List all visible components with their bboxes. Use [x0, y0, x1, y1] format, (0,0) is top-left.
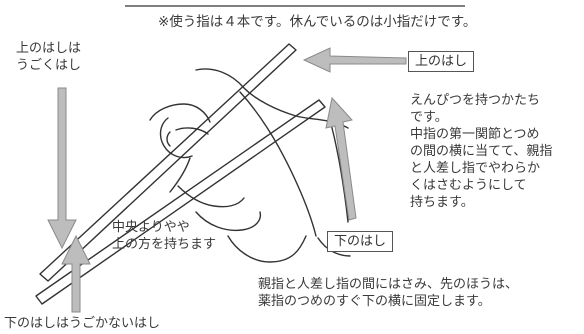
- hold-position-text: 中央よりやや 上の方を持ちます: [112, 220, 217, 252]
- diagonal-arrow: [325, 96, 357, 221]
- lower-fixed-label: 下のはしはうごかないはし: [4, 316, 161, 331]
- down-arrow: [47, 87, 77, 250]
- upper-chopstick-label: 上のはし: [408, 51, 475, 72]
- lower-fix-text: 親指と人差し指の間にはさみ、先のほうは、 薬指のつめのすぐ下の横に固定します。: [258, 277, 519, 309]
- upper-chopstick: [39, 43, 297, 282]
- lower-chopstick-label: 下のはし: [327, 231, 394, 252]
- pencil-grip-text: えんぴつを持つかたち です。 中指の第一関節とつめ の間の横に当てて、親指 と人…: [410, 93, 553, 210]
- top-note: ※使う指は４本です。休んでいるのは小指だけです。: [158, 14, 477, 30]
- hand-drawing: [149, 68, 351, 263]
- lower-chopstick: [35, 99, 326, 305]
- left-arrow: [302, 47, 407, 73]
- up-arrow: [61, 234, 91, 313]
- upper-moves-label: 上のはしは うごくはし: [16, 41, 82, 73]
